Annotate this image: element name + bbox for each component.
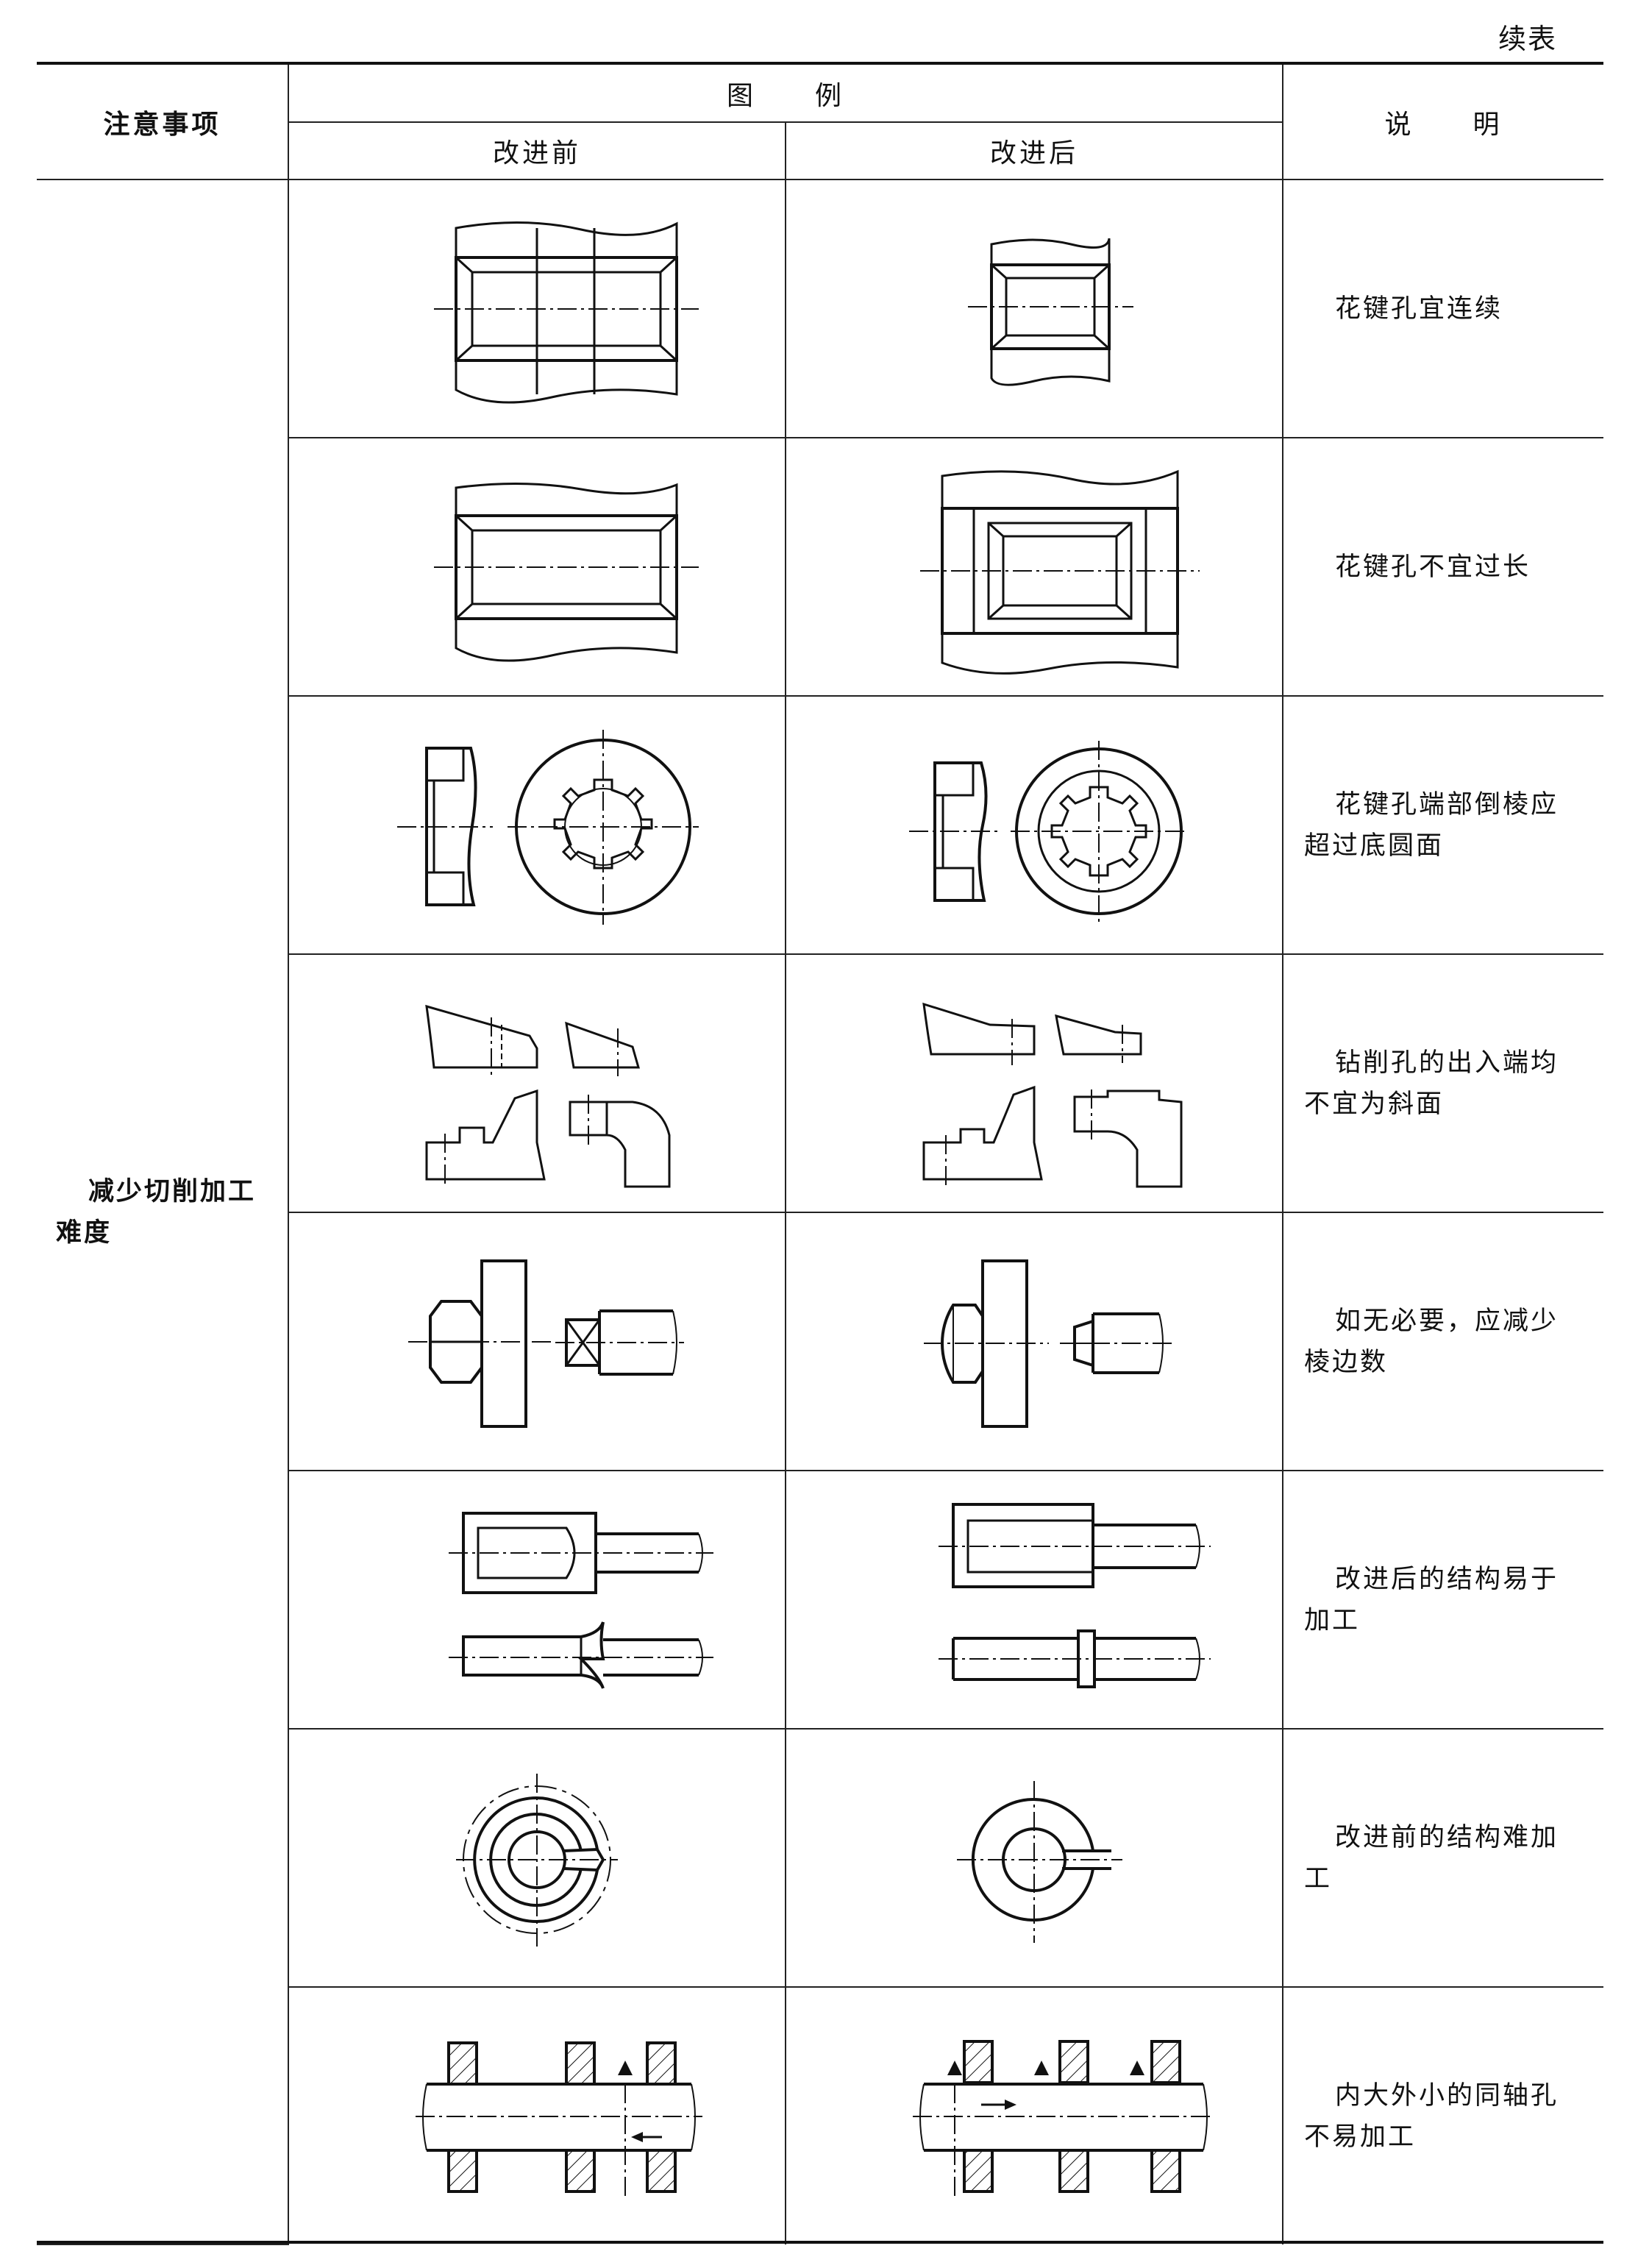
interrupted-spline-hole-drawing bbox=[434, 221, 699, 404]
note-cell: 如无必要，应减少棱边数 bbox=[1282, 1212, 1604, 1471]
coaxial-holes-outer-large-drawing bbox=[913, 2039, 1214, 2197]
after-figure bbox=[784, 437, 1284, 697]
note-cell: 钻削孔的出入端均不宜为斜面 bbox=[1282, 953, 1604, 1213]
note-cell: 改进前的结构难加工 bbox=[1282, 1728, 1604, 1988]
header-after: 改进后 bbox=[784, 121, 1283, 180]
table-row: 如无必要，应减少棱边数 bbox=[37, 1212, 1604, 1471]
relieved-spline-hole-drawing bbox=[920, 469, 1200, 675]
design-guideline-table: 注意事项 图 例 说 明 改进前 改进后 减少切削加工难度 bbox=[37, 65, 1604, 2245]
before-figure bbox=[288, 437, 786, 697]
before-figure bbox=[288, 1728, 786, 1988]
before-figure bbox=[288, 1986, 786, 2244]
internal-groove-ring-drawing bbox=[456, 1773, 618, 1947]
spline-chamfer-large-drawing bbox=[909, 740, 1189, 925]
after-figure bbox=[784, 179, 1284, 438]
after-figure bbox=[784, 953, 1284, 1213]
coaxial-holes-inner-large-drawing bbox=[416, 2041, 702, 2197]
before-figure bbox=[288, 179, 786, 438]
open-slot-shaft-drawing bbox=[939, 1502, 1211, 1688]
note-cell: 改进后的结构易于加工 bbox=[1282, 1470, 1604, 1730]
header-note: 说 明 bbox=[1282, 65, 1604, 180]
table-row: 钻削孔的出入端均不宜为斜面 bbox=[37, 953, 1604, 1213]
note-cell: 花键孔端部倒棱应超过底圆面 bbox=[1282, 695, 1604, 955]
table-row: 内大外小的同轴孔不易加工 bbox=[37, 1986, 1604, 2244]
table-row: 改进前的结构难加工 bbox=[37, 1728, 1604, 1988]
note-cell: 内大外小的同轴孔不易加工 bbox=[1282, 1986, 1604, 2244]
before-figure bbox=[288, 1470, 786, 1730]
continuous-spline-hole-drawing bbox=[968, 238, 1133, 386]
topic-cell: 减少切削加工难度 bbox=[37, 179, 289, 2245]
table-row: 花键孔不宜过长 bbox=[37, 437, 1604, 697]
spline-chamfer-small-drawing bbox=[397, 729, 699, 925]
after-figure bbox=[784, 1986, 1284, 2244]
bottom-rule bbox=[37, 2241, 1603, 2244]
after-figure bbox=[784, 695, 1284, 955]
fewer-edges-head-drawing bbox=[924, 1259, 1174, 1428]
drill-inclined-surface-drawing bbox=[425, 1004, 671, 1187]
closed-slot-shaft-drawing bbox=[449, 1511, 713, 1689]
square-head-drawing bbox=[408, 1259, 684, 1428]
note-cell: 花键孔宜连续 bbox=[1282, 179, 1604, 438]
top-rule bbox=[37, 62, 1603, 65]
table-row: 减少切削加工难度 bbox=[37, 179, 1604, 2245]
after-figure bbox=[784, 1212, 1284, 1471]
continued-label: 续表 bbox=[1498, 23, 1557, 55]
header-topic: 注意事项 bbox=[37, 65, 289, 180]
before-figure bbox=[288, 695, 786, 955]
note-cell: 花键孔不宜过长 bbox=[1282, 437, 1604, 697]
plain-slotted-ring-drawing bbox=[957, 1780, 1122, 1943]
after-figure bbox=[784, 1470, 1284, 1730]
drill-flat-surface-drawing bbox=[922, 1002, 1183, 1187]
header-before: 改进前 bbox=[288, 121, 786, 180]
after-figure bbox=[784, 1728, 1284, 1988]
header-figure: 图 例 bbox=[287, 65, 1284, 123]
long-spline-hole-drawing bbox=[434, 482, 699, 662]
before-figure bbox=[288, 1212, 786, 1471]
table-row: 改进后的结构易于加工 bbox=[37, 1470, 1604, 1730]
table-row: 花键孔端部倒棱应超过底圆面 bbox=[37, 695, 1604, 955]
before-figure bbox=[288, 953, 786, 1213]
